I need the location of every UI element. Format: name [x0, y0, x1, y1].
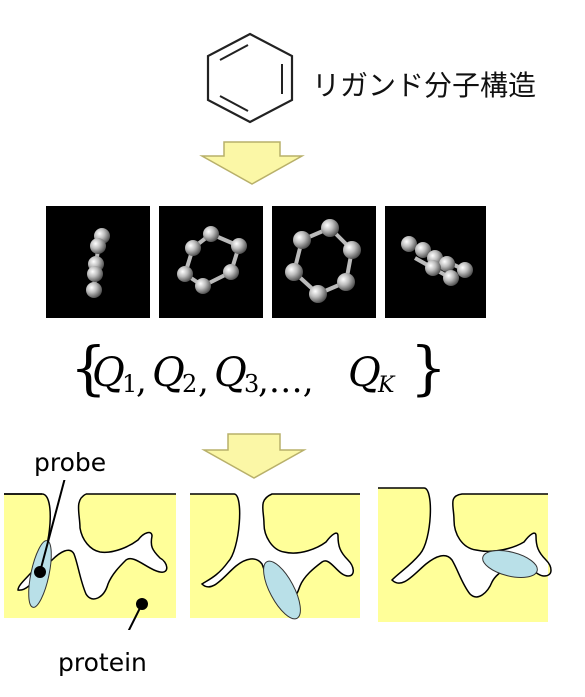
conformer-set-formula: { Q 1 , Q 2 , Q 3 ,…, Q K }	[70, 336, 447, 402]
conformer-panel-4	[385, 206, 486, 318]
comma-2: ,	[198, 361, 209, 401]
conformer-panel-2	[159, 206, 263, 318]
q2-symbol: Q	[152, 350, 185, 396]
probe-label: probe	[34, 448, 107, 477]
benzene-structure-icon	[206, 32, 294, 124]
docking-panels	[4, 480, 552, 630]
close-brace: }	[410, 336, 447, 402]
conformer-panel-1	[46, 206, 150, 318]
qk-subscript: K	[377, 373, 396, 398]
docking-panel-2	[190, 493, 360, 620]
probe-ellipse-2	[263, 560, 301, 620]
q3-symbol: Q	[214, 350, 247, 396]
protein-label: protein	[58, 648, 147, 677]
down-arrow-top-icon	[199, 141, 305, 185]
ellipsis: ,…,	[258, 361, 314, 401]
open-brace: {	[70, 336, 107, 402]
comma-1: ,	[136, 361, 147, 401]
qk-symbol: Q	[348, 350, 381, 396]
down-arrow-bottom-icon	[201, 433, 307, 479]
q3-subscript: 3	[244, 370, 259, 398]
docking-panel-3	[378, 487, 552, 622]
ligand-structure-label: リガンド分子構造	[312, 69, 537, 102]
q1-subscript: 1	[122, 370, 137, 398]
probe-ellipse-3	[482, 550, 538, 578]
conformer-panels	[46, 206, 486, 318]
q2-subscript: 2	[182, 370, 197, 398]
docking-panel-1	[4, 480, 176, 630]
q1-symbol: Q	[92, 350, 125, 396]
conformer-panel-3	[272, 206, 376, 318]
